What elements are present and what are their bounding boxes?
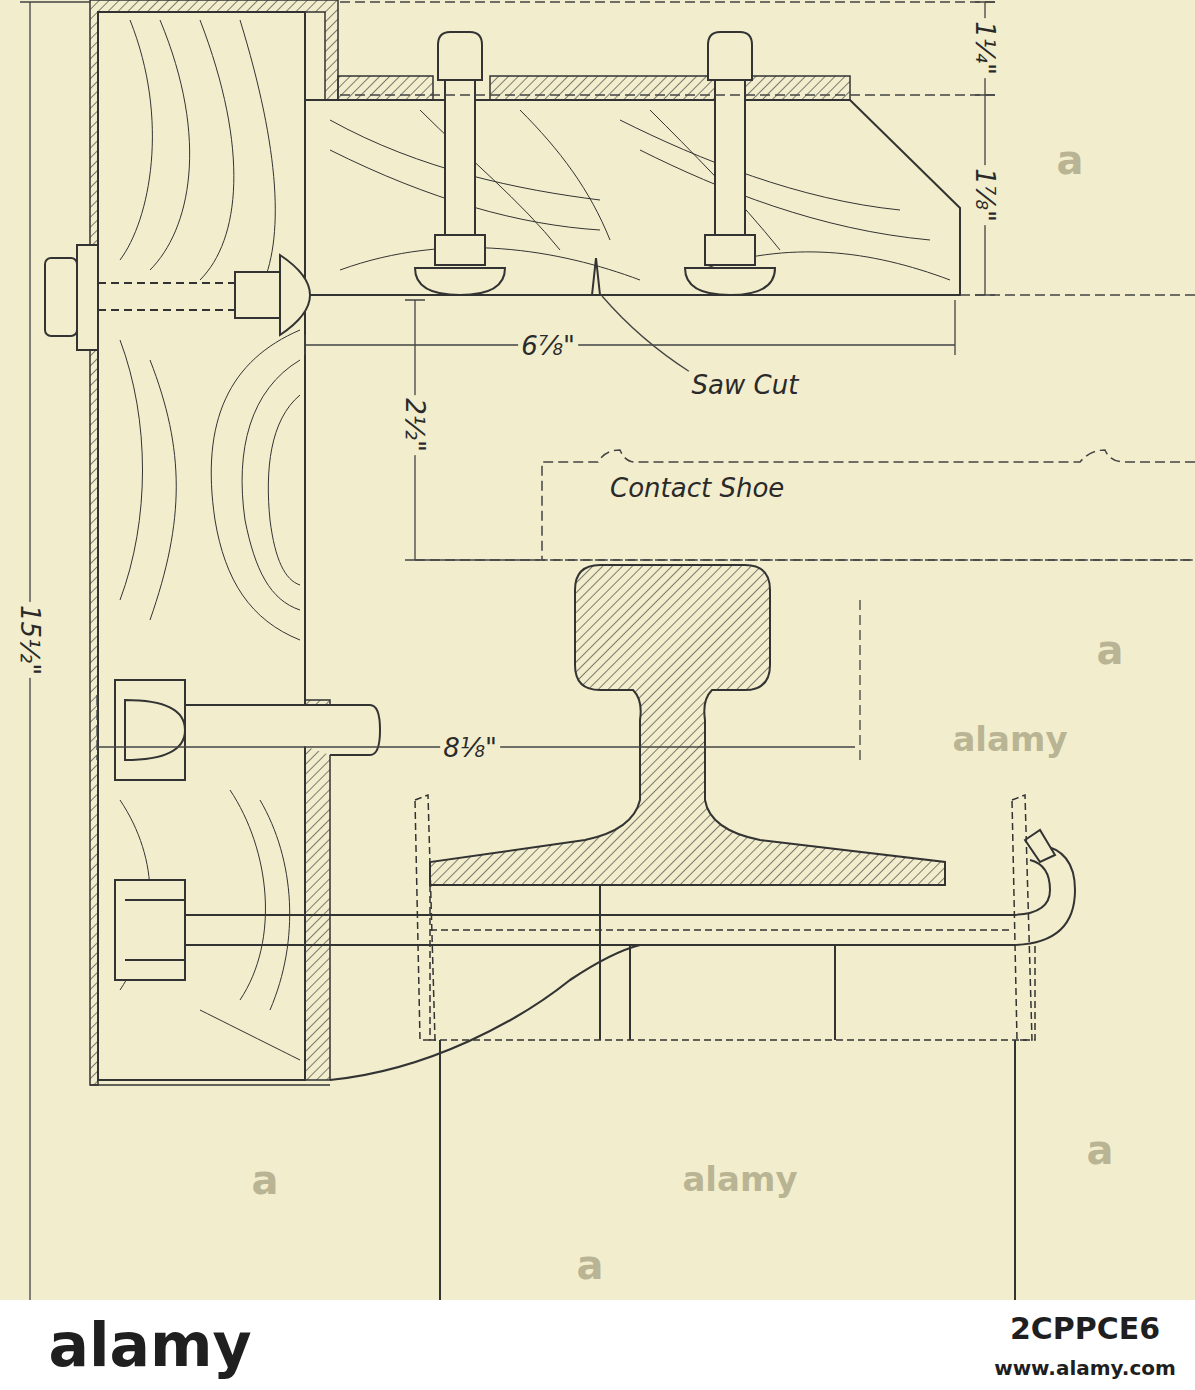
contact-shoe-outline: Contact Shoe <box>540 448 1195 562</box>
cap-bolts <box>415 32 775 295</box>
dimension-label: 6⅞" <box>518 332 578 361</box>
callout-label: Saw Cut <box>689 371 802 400</box>
dimension-label: 1⅞" <box>971 165 1000 225</box>
watermark: a <box>1057 138 1084 182</box>
third-rail <box>430 565 945 885</box>
shoe-outline-shape <box>540 448 1195 562</box>
part-label: Contact Shoe <box>610 474 784 503</box>
dimension-label: 15½" <box>16 602 45 678</box>
dimension-label: 1¼" <box>971 18 1000 78</box>
steel-angle <box>90 0 850 1085</box>
third-rail-section <box>0 0 1195 1300</box>
dimension-lines <box>20 2 1195 1300</box>
watermark: a <box>1097 628 1124 672</box>
image-id: 2CPPCE6 <box>1010 1312 1160 1345</box>
watermark: alamy <box>682 1161 797 1198</box>
watermark: a <box>1087 1128 1114 1172</box>
dimension-label: 2½" <box>401 395 430 455</box>
watermark: alamy <box>952 721 1067 758</box>
dimension-label: 8⅛" <box>440 734 500 763</box>
lower-bolts <box>115 680 1075 980</box>
watermark: a <box>252 1158 279 1202</box>
steel-plate <box>305 700 330 1080</box>
watermark: a <box>577 1243 604 1287</box>
watermark-url: www.alamy.com <box>994 1357 1176 1379</box>
wood-cap <box>305 100 960 295</box>
upper-bolt <box>45 245 310 350</box>
watermark-logo: alamy <box>48 1312 251 1378</box>
wood-plank <box>98 12 305 1080</box>
